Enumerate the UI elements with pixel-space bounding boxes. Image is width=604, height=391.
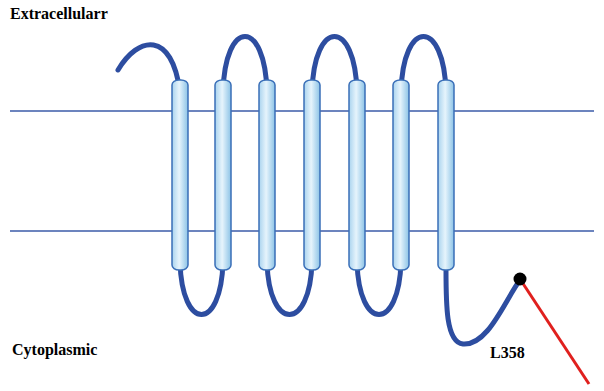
helix-cylinder bbox=[215, 80, 231, 270]
n-terminus bbox=[118, 45, 180, 92]
cytoplasmic-loop bbox=[357, 262, 401, 315]
helix-cylinder bbox=[304, 80, 320, 270]
residue-label: L358 bbox=[488, 344, 527, 362]
cytoplasmic-loop bbox=[180, 262, 223, 315]
helix-cylinder bbox=[393, 80, 409, 270]
residue-dot bbox=[514, 273, 527, 286]
truncated-tail bbox=[520, 279, 589, 384]
membrane-line bbox=[10, 230, 594, 232]
membrane-line bbox=[10, 110, 594, 112]
loops bbox=[118, 37, 520, 345]
helices bbox=[172, 80, 454, 270]
helix-cylinder bbox=[349, 80, 365, 270]
region-label: Extracellularr bbox=[8, 5, 110, 23]
helix-cylinder bbox=[259, 80, 275, 270]
region-label: Cytoplasmic bbox=[10, 341, 99, 359]
membrane-lines bbox=[10, 111, 594, 231]
cytoplasmic-loop bbox=[267, 262, 312, 315]
helix-cylinder bbox=[438, 80, 454, 270]
c-terminus bbox=[446, 262, 520, 344]
helix-cylinder bbox=[172, 80, 188, 270]
